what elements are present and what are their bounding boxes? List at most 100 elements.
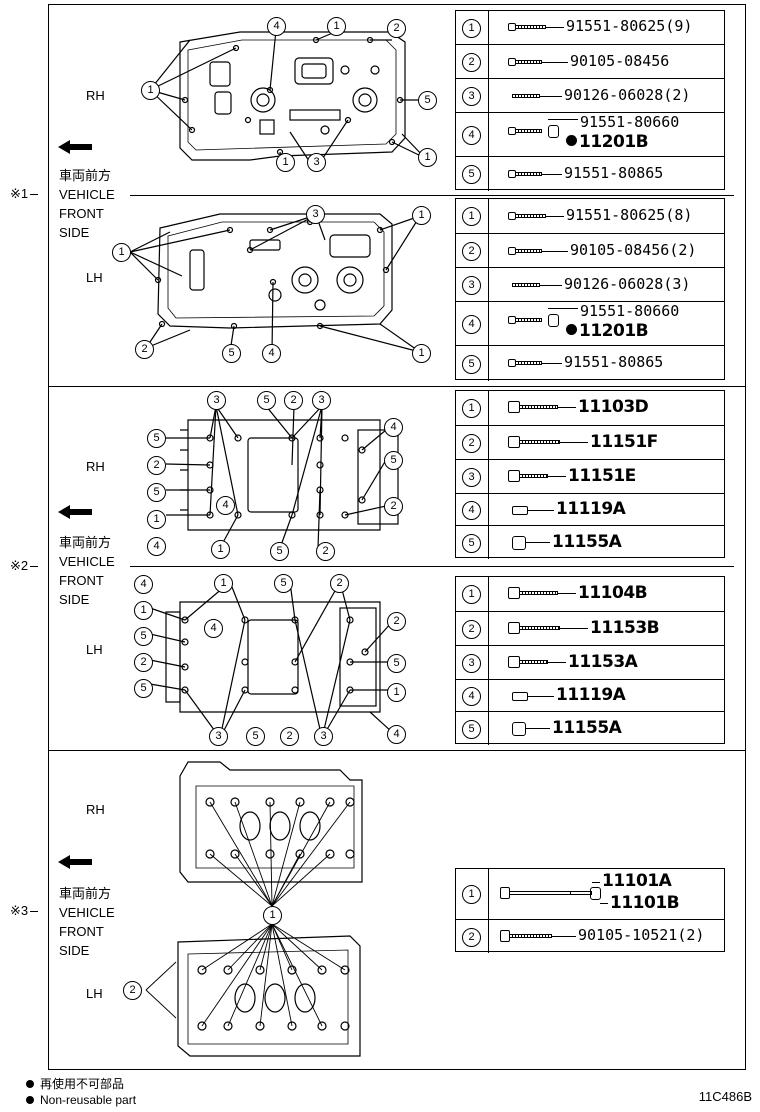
callout-5: 5 xyxy=(147,483,166,502)
callout-5: 5 xyxy=(222,344,241,363)
part-number: 11153B xyxy=(590,618,660,638)
bolt-icon xyxy=(508,401,558,413)
callout-2: 2 xyxy=(387,19,406,38)
dowel-sleeve-icon xyxy=(512,692,528,701)
bolt-icon xyxy=(508,23,546,31)
callout-3: 3 xyxy=(307,153,326,172)
part-number: 11103D xyxy=(578,397,649,417)
part-number: 11155A xyxy=(552,718,622,738)
callout-2: 2 xyxy=(316,542,335,561)
section-mark: ※2 xyxy=(10,558,38,574)
side-label-rh: RH xyxy=(86,802,105,817)
part-number-badge: 1 xyxy=(462,18,481,38)
front-arrow-icon xyxy=(58,855,92,869)
callout-1: 1 xyxy=(141,81,160,100)
legend-item-en: Non-reusable part xyxy=(26,1092,136,1108)
callout-2: 2 xyxy=(134,653,153,672)
part-number-badge: 4 xyxy=(462,686,481,706)
section-mark: ※1 xyxy=(10,186,38,202)
parts-row: 4 11119A xyxy=(456,493,724,525)
parts-row: 4 11119A xyxy=(456,679,724,711)
part-number-badge: 2 xyxy=(462,927,481,947)
bolt-icon xyxy=(508,359,542,367)
callout-3: 3 xyxy=(207,391,226,410)
part-number-badge: 5 xyxy=(462,533,481,553)
part-number: 11119A xyxy=(556,499,626,519)
callout-2: 2 xyxy=(147,456,166,475)
bolt-icon xyxy=(508,587,558,599)
non-reusable-dot-icon xyxy=(566,134,577,146)
part-number-badge: 2 xyxy=(462,241,481,261)
callout-5: 5 xyxy=(387,654,406,673)
callout-4: 4 xyxy=(387,725,406,744)
part-number-badge: 1 xyxy=(462,885,481,904)
callout-4: 4 xyxy=(216,496,235,515)
bolt-icon xyxy=(508,247,542,255)
part-number-badge: 4 xyxy=(462,500,481,520)
part-number: 11119A xyxy=(556,685,626,705)
part-number-badge: 4 xyxy=(462,314,481,334)
drawing-code: 11C486B xyxy=(698,1089,752,1104)
part-number: 11153A xyxy=(568,652,638,672)
callout-5: 5 xyxy=(134,679,153,698)
part-number-badge: 2 xyxy=(462,52,481,72)
non-reusable-part-number: 11201B xyxy=(566,321,649,341)
section-divider xyxy=(48,386,746,387)
part-number: 91551-80865 xyxy=(564,164,664,182)
callout-5: 5 xyxy=(257,391,276,410)
callout-2: 2 xyxy=(123,981,142,1000)
bolt-icon xyxy=(508,622,560,634)
part-number-badge: 3 xyxy=(462,275,481,295)
bolt-icon xyxy=(508,436,560,448)
direction-label: 車両前方 VEHICLE FRONT SIDE xyxy=(59,168,115,240)
part-number: 91551-80625(8) xyxy=(566,206,693,224)
callout-1: 1 xyxy=(418,148,437,167)
bolt-icon xyxy=(508,170,542,178)
part-number-badge: 1 xyxy=(462,399,481,418)
callout-4: 4 xyxy=(384,418,403,437)
callout-5: 5 xyxy=(246,727,265,746)
washer-icon xyxy=(548,125,559,138)
callout-2: 2 xyxy=(330,574,349,593)
collar-icon xyxy=(512,722,526,736)
stud-icon xyxy=(512,281,540,289)
bolt-icon xyxy=(508,316,542,324)
bolt-icon xyxy=(508,656,548,668)
parts-row: 5 11155A xyxy=(456,711,724,745)
legend-item-jp: 再使用不可部品 xyxy=(26,1076,136,1092)
callout-2: 2 xyxy=(284,391,303,410)
section-mark: ※3 xyxy=(10,903,38,919)
callout-5: 5 xyxy=(147,429,166,448)
collar-icon xyxy=(512,536,526,550)
long-bolt-icon xyxy=(500,887,592,899)
callout-5: 5 xyxy=(134,627,153,646)
callout-4: 4 xyxy=(267,17,286,36)
part-number: 90126-06028(2) xyxy=(564,86,691,104)
callout-1: 1 xyxy=(412,344,431,363)
parts-row: 1 11103D xyxy=(456,391,724,425)
part-number: 90105-10521(2) xyxy=(578,926,705,944)
callout-3: 3 xyxy=(306,205,325,224)
callout-1: 1 xyxy=(387,683,406,702)
part-number-badge: 3 xyxy=(462,86,481,106)
side-label-rh: RH xyxy=(86,88,105,103)
part-number-badge: 5 xyxy=(462,719,481,739)
side-label-lh: LH xyxy=(86,986,103,1001)
callout-1: 1 xyxy=(211,540,230,559)
callout-2: 2 xyxy=(384,497,403,516)
bolt-icon xyxy=(508,212,546,220)
callout-1: 1 xyxy=(134,601,153,620)
part-number-badge: 1 xyxy=(462,585,481,604)
callout-5: 5 xyxy=(270,542,289,561)
